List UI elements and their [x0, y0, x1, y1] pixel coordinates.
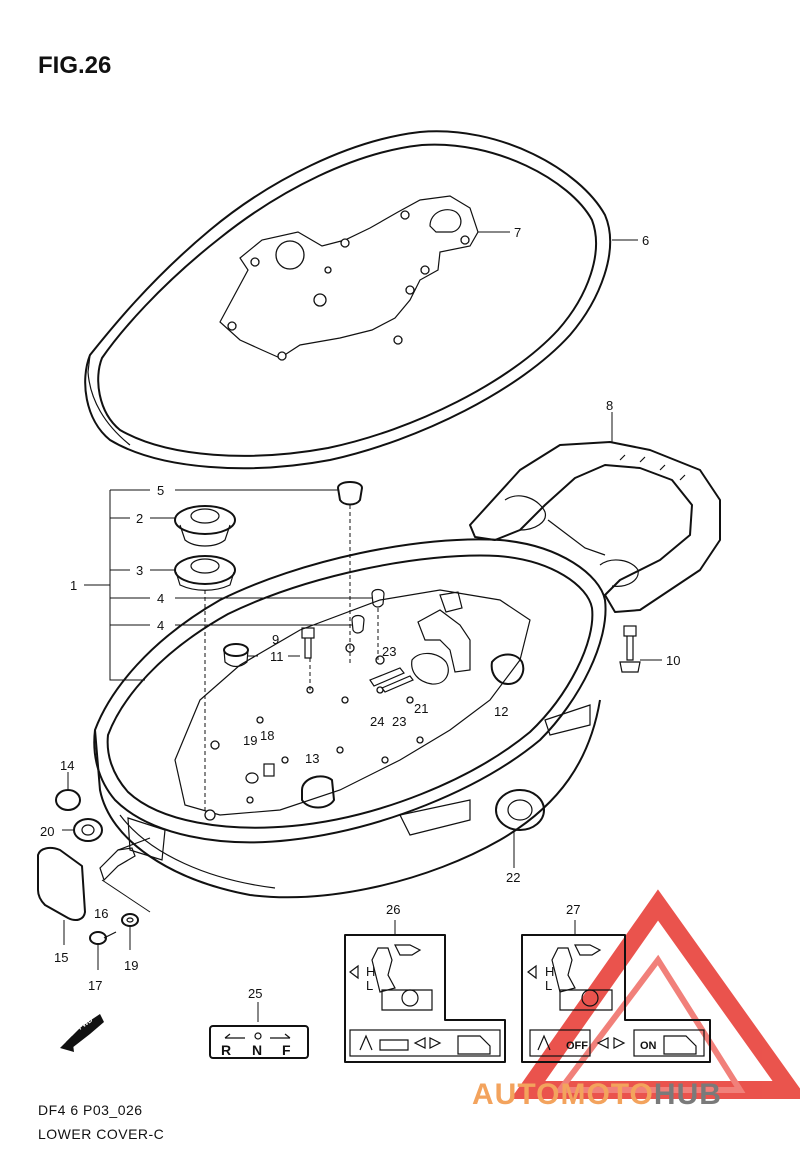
watermark-logo — [510, 889, 800, 1099]
callout-27: 27 — [566, 902, 580, 917]
callout-4b: 4 — [157, 618, 164, 633]
callout-8: 8 — [606, 398, 613, 413]
oil-label-27-low: L — [545, 978, 552, 993]
oil-label-26-high: H — [366, 964, 375, 979]
callout-7: 7 — [514, 225, 521, 240]
callout-19a: 19 — [243, 733, 257, 748]
callout-12: 12 — [494, 704, 508, 719]
figure-title: FIG.26 — [38, 52, 112, 79]
part-12-knob — [490, 653, 525, 685]
callout-11: 11 — [270, 649, 284, 664]
shift-label-n: N — [252, 1042, 262, 1058]
part-5-plug — [337, 481, 363, 506]
part-16-lever — [99, 837, 151, 882]
callout-20: 20 — [40, 824, 54, 839]
part-22-grommet — [495, 789, 545, 831]
part-8-carry-handle — [469, 441, 721, 613]
leader-lines — [62, 231, 662, 1022]
callout-1: 1 — [70, 578, 77, 593]
oil-label-27-off: OFF — [566, 1040, 588, 1052]
part-1-lower-cover — [93, 538, 607, 899]
part-3-grommet — [174, 555, 236, 591]
part-27-oil-level-label: H L OFF ON — [521, 934, 711, 1063]
callout-9: 9 — [272, 632, 279, 647]
fwd-direction-arrow: FWD — [60, 1014, 104, 1052]
callout-13: 13 — [305, 751, 319, 766]
watermark-part2: HUB — [653, 1078, 722, 1111]
part-25-shift-label: R N F — [209, 1025, 309, 1059]
section-name: LOWER COVER-C — [38, 1126, 165, 1142]
callout-5: 5 — [157, 483, 164, 498]
callout-26: 26 — [386, 902, 400, 917]
part-6-seal-ring — [84, 130, 612, 470]
part-26-oil-level-label: H L — [344, 934, 506, 1063]
shift-label-r: R — [221, 1042, 231, 1058]
callout-numbers: 1 2 3 4 4 5 6 7 8 9 10 11 12 13 14 15 16… — [40, 225, 680, 1001]
callout-6: 6 — [642, 233, 649, 248]
part-15-cover-plate — [37, 846, 86, 921]
callout-15: 15 — [54, 950, 68, 965]
drawing-code: DF4 6 P03_026 — [38, 1102, 143, 1118]
part-2-grommet — [174, 505, 236, 547]
part-11-grommet — [223, 643, 249, 668]
callout-3: 3 — [136, 563, 143, 578]
shift-label-f: F — [282, 1042, 291, 1058]
part-21-bracket — [411, 591, 471, 685]
part-18-19-washer-nut — [245, 763, 275, 784]
callout-18: 18 — [260, 728, 274, 743]
callout-14: 14 — [60, 758, 74, 773]
oil-label-27-high: H — [545, 964, 554, 979]
callout-21: 21 — [414, 701, 428, 716]
part-10-bolt — [619, 625, 641, 673]
part-7-gasket — [219, 195, 479, 361]
callout-10: 10 — [666, 653, 680, 668]
callout-17: 17 — [88, 978, 102, 993]
part-17-screw — [89, 931, 117, 945]
watermark-text: AUTOMOTOHUB — [472, 1078, 722, 1112]
part-19-washer — [121, 913, 139, 927]
part-4-plug — [351, 588, 385, 634]
part-9-bolt — [301, 627, 315, 659]
callout-24: 24 — [370, 714, 384, 729]
dashed-axis-lines — [204, 505, 379, 815]
oil-label-26-low: L — [366, 978, 373, 993]
callout-19b: 19 — [124, 958, 138, 973]
callout-25: 25 — [248, 986, 262, 1001]
part-13-knob — [301, 775, 335, 809]
part-20-grommet — [73, 818, 103, 842]
watermark-part1: AUTOMOTO — [472, 1078, 654, 1111]
callout-16: 16 — [94, 906, 108, 921]
callout-23a: 23 — [382, 644, 396, 659]
callout-2: 2 — [136, 511, 143, 526]
part-23-24-clips — [369, 667, 414, 693]
callout-23b: 23 — [392, 714, 406, 729]
callout-4a: 4 — [157, 591, 164, 606]
oil-label-27-on: ON — [640, 1040, 657, 1052]
callout-22: 22 — [506, 870, 520, 885]
part-14-plug — [55, 789, 81, 811]
